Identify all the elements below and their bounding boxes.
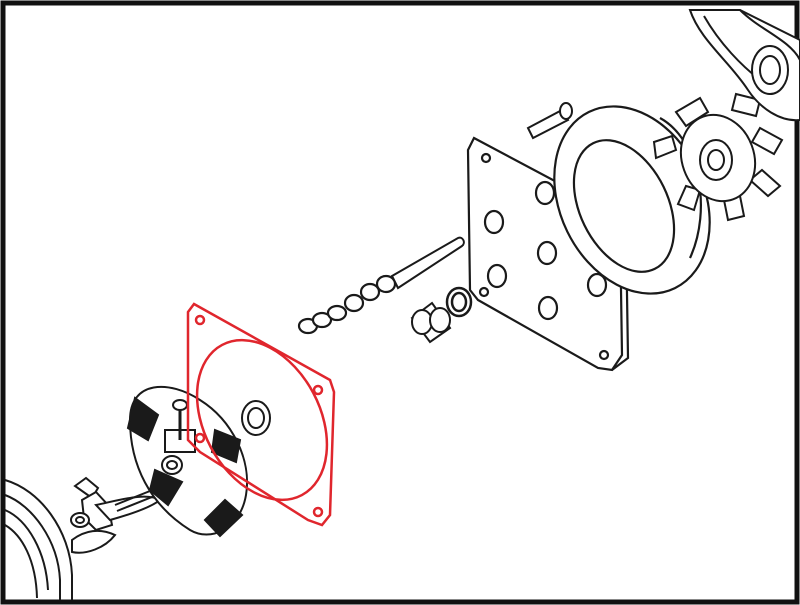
washers [297, 274, 397, 335]
pin [526, 102, 573, 140]
impeller [652, 92, 784, 222]
gasket [186, 302, 336, 527]
pump-body [688, 9, 800, 122]
seal [241, 400, 271, 436]
cam-plate [126, 386, 249, 538]
bushing [410, 301, 452, 344]
o-ring [445, 286, 473, 318]
shaft [390, 236, 465, 290]
motor-housing [4, 479, 73, 600]
